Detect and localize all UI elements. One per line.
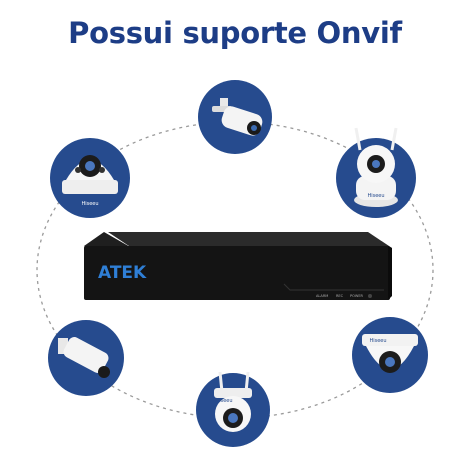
nvr-label-alarm: ALARM [316,294,328,298]
nvr-label-power: POWER [350,294,364,298]
nvr-label-rec: REC [336,294,344,298]
camera-brand-logo: Hiseeu [81,201,98,207]
nvr-brand-logo: ATEK [98,263,147,283]
nvr-top [108,232,392,248]
nvr-front-panel [84,246,390,300]
camera-upper-right-pantilt: Hiseeu [336,127,416,218]
camera-top-bullet [198,80,272,154]
pan-tilt-camera-icon [354,127,398,207]
headline: Possui suporte Onvif [68,16,402,50]
power-led [368,294,372,298]
camera-lower-left-bullet [48,320,124,396]
camera-brand-logo: Hiseeu [367,193,384,199]
camera-bottom-speed-dome: Hiseeu [196,371,270,447]
nvr-recorder: ATEK ALARM REC POWER [84,232,392,300]
camera-upper-left-dome: Hiseeu [50,138,130,218]
camera-brand-logo: Hiseeu [369,338,386,344]
speed-dome-camera-icon [214,371,252,432]
bullet-camera-icon [58,337,110,378]
camera-brand-logo: Hiseeu [215,398,232,404]
camera-lower-right-dome: Hiseeu [352,317,428,393]
dome-camera-icon [62,155,118,194]
dome-camera-icon [362,334,418,373]
bullet-camera-icon [212,98,263,136]
